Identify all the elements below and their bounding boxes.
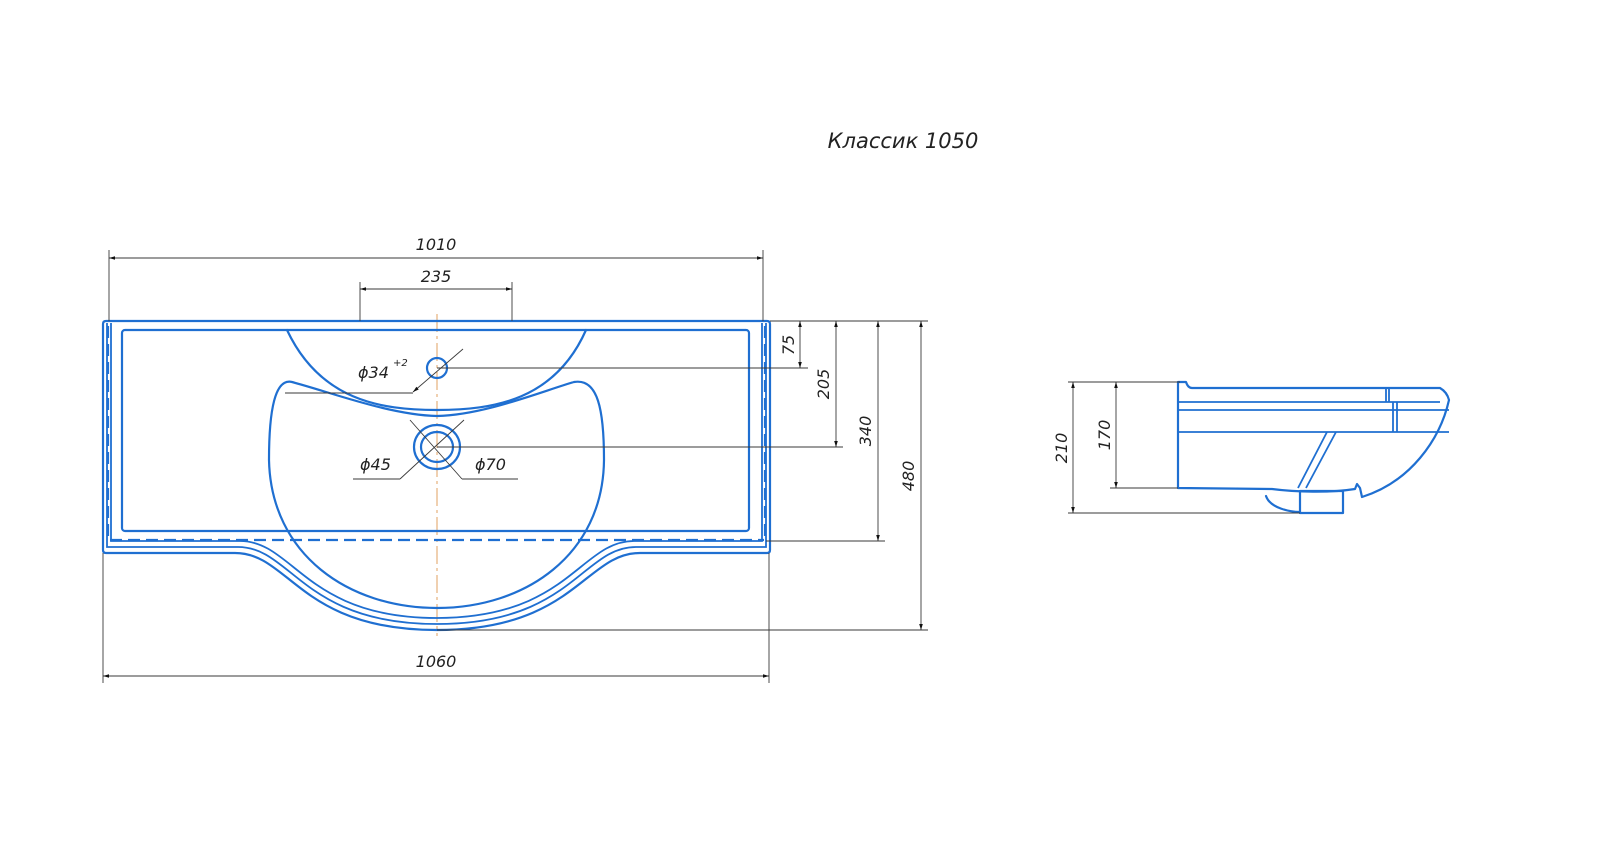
dim-1010: 1010: [416, 235, 457, 254]
dim-235: 235: [421, 267, 452, 286]
countertop-edge-2: [106, 323, 767, 625]
basin-outline: [267, 380, 606, 610]
drain-inner-label: ϕ45: [360, 455, 391, 474]
drain-outer-leader: [409, 419, 463, 480]
drain-fitting: [1298, 489, 1345, 515]
dim-75: 75: [779, 335, 798, 355]
countertop-edge-3: [110, 323, 763, 619]
side-rib: [1297, 431, 1337, 489]
dim-480: 480: [899, 461, 918, 492]
drain-inner-leader: [399, 419, 465, 480]
faucet-deck-arc: [285, 328, 588, 412]
side-view: 210 170: [1052, 380, 1451, 515]
faucet-diameter-leader: [412, 348, 464, 393]
side-outline: [1176, 380, 1451, 499]
faucet-diameter-label: ϕ34: [358, 363, 389, 382]
top-view: ϕ34 +2 ϕ45 ϕ70 1010 235 1060 75 205 340: [101, 235, 928, 683]
dim-1060: 1060: [416, 652, 457, 671]
inner-rim: [120, 328, 751, 533]
drain-fitting-arc: [1264, 494, 1302, 514]
dim-340: 340: [856, 416, 875, 447]
drain-outer-label: ϕ70: [475, 455, 506, 474]
dim-210: 210: [1052, 433, 1071, 464]
dim-170: 170: [1095, 420, 1114, 451]
faucet-tolerance-label: +2: [393, 358, 408, 369]
dim-205: 205: [814, 369, 833, 400]
drawing-title: Классик 1050: [828, 129, 979, 153]
